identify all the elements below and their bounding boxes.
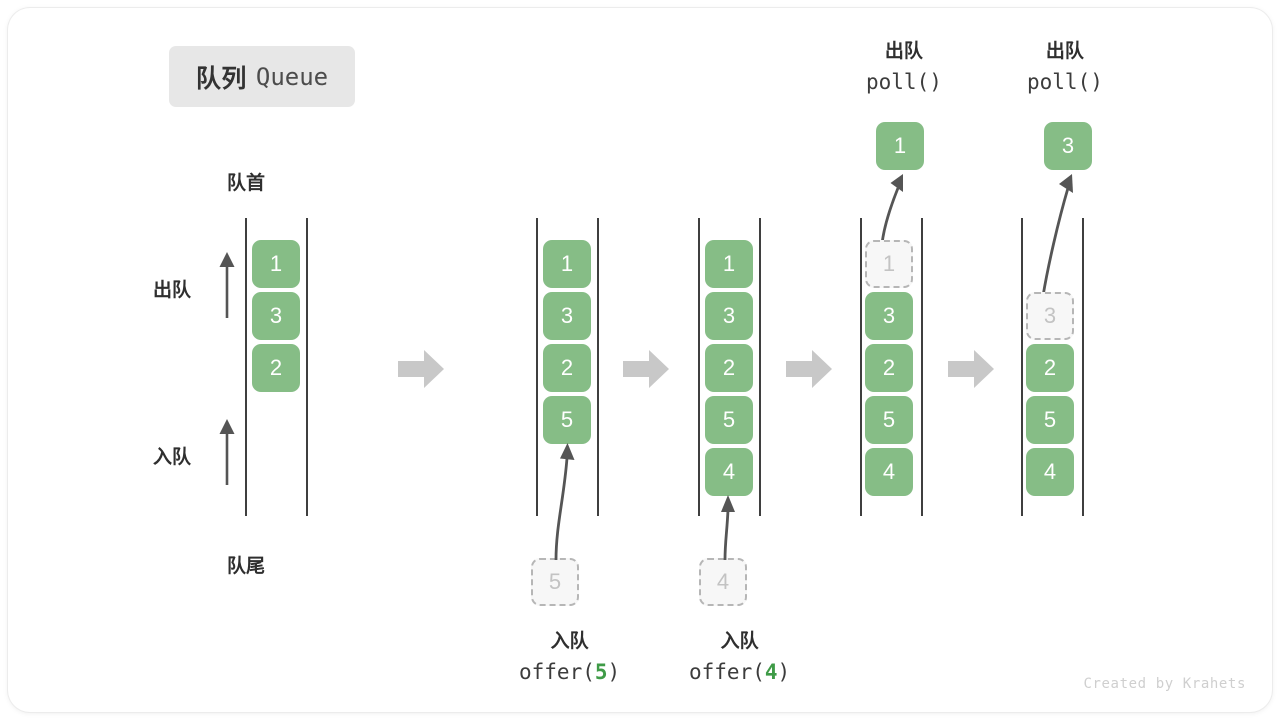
step-arrow-2-icon: [623, 350, 669, 388]
queue-element: 4: [865, 448, 913, 496]
queue-rail-left-col2: [536, 218, 538, 516]
enqueue-operation-4-code: offer(4): [689, 659, 791, 684]
dequeue-operation-3-code: poll(): [1027, 69, 1103, 94]
enqueue-direction-label: 入队: [153, 447, 192, 468]
queue-rail-right-col5: [1082, 218, 1084, 516]
dequeue-operation-1-cn: 出队: [884, 41, 923, 62]
queue-rail-left-col5: [1021, 218, 1023, 516]
step-arrow-3-icon: [786, 350, 832, 388]
dequeue-operation-1: 出队 poll(): [866, 38, 942, 99]
queue-dequeued-element: 1: [876, 122, 924, 170]
queue-element-new: 4: [705, 448, 753, 496]
queue-rail-left-col1: [245, 218, 247, 516]
queue-element-ghost: 1: [865, 240, 913, 288]
queue-element: 5: [1026, 396, 1074, 444]
queue-rail-right-col4: [921, 218, 923, 516]
title-english: Queue: [255, 62, 329, 91]
queue-element: 3: [865, 292, 913, 340]
queue-head-label: 队首: [226, 173, 266, 194]
queue-element: 3: [543, 292, 591, 340]
watermark: Created by Krahets: [1083, 676, 1246, 692]
dequeue-operation-3: 出队 poll(): [1027, 38, 1103, 99]
dequeue-operation-3-cn: 出队: [1045, 41, 1084, 62]
enqueue-operation-4: 入队 offer(4): [689, 628, 790, 689]
diagram-card: 队列 Queue 队首 队尾 出队 入队 1 3 2 1 3 2 5 5 入队 …: [8, 8, 1272, 712]
queue-element: 1: [543, 240, 591, 288]
queue-element: 2: [865, 344, 913, 392]
queue-element: 2: [252, 344, 300, 392]
dequeue-arrow-3-icon: [1041, 174, 1073, 297]
queue-element-new: 5: [543, 396, 591, 444]
queue-rail-right-col1: [306, 218, 308, 516]
title-chinese: 队列: [195, 64, 247, 93]
queue-rail-left-col4: [860, 218, 862, 516]
enqueue-direction-arrow-icon: [219, 419, 235, 485]
queue-element: 4: [1026, 448, 1074, 496]
queue-element: 5: [865, 396, 913, 444]
enqueue-operation-5-cn: 入队: [550, 631, 589, 652]
queue-incoming-ghost: 4: [699, 558, 747, 606]
step-arrow-1-icon: [398, 350, 444, 388]
enqueue-operation-5: 入队 offer(5): [519, 628, 620, 689]
enqueue-operation-5-code: offer(5): [519, 659, 621, 684]
queue-element: 2: [1026, 344, 1074, 392]
queue-element: 3: [252, 292, 300, 340]
step-arrow-4-icon: [948, 350, 994, 388]
queue-element: 1: [705, 240, 753, 288]
queue-element: 1: [252, 240, 300, 288]
enqueue-operation-4-cn: 入队: [720, 631, 759, 652]
enqueue-arrow-4-icon: [721, 495, 735, 561]
dequeue-arrow-1-icon: [880, 174, 903, 245]
diagram-title-badge: 队列 Queue: [169, 46, 355, 107]
queue-element: 3: [705, 292, 753, 340]
queue-dequeued-element: 3: [1044, 122, 1092, 170]
queue-rail-right-col2: [597, 218, 599, 516]
dequeue-direction-arrow-icon: [219, 252, 235, 318]
queue-tail-label: 队尾: [226, 556, 266, 577]
enqueue-arrow-5-icon: [554, 443, 575, 561]
queue-incoming-ghost: 5: [531, 558, 579, 606]
queue-element-ghost: 3: [1026, 292, 1074, 340]
dequeue-operation-1-code: poll(): [866, 69, 942, 94]
queue-element: 5: [705, 396, 753, 444]
queue-rail-left-col3: [698, 218, 700, 516]
queue-element: 2: [543, 344, 591, 392]
dequeue-direction-label: 出队: [153, 280, 192, 301]
queue-rail-right-col3: [759, 218, 761, 516]
queue-element: 2: [705, 344, 753, 392]
